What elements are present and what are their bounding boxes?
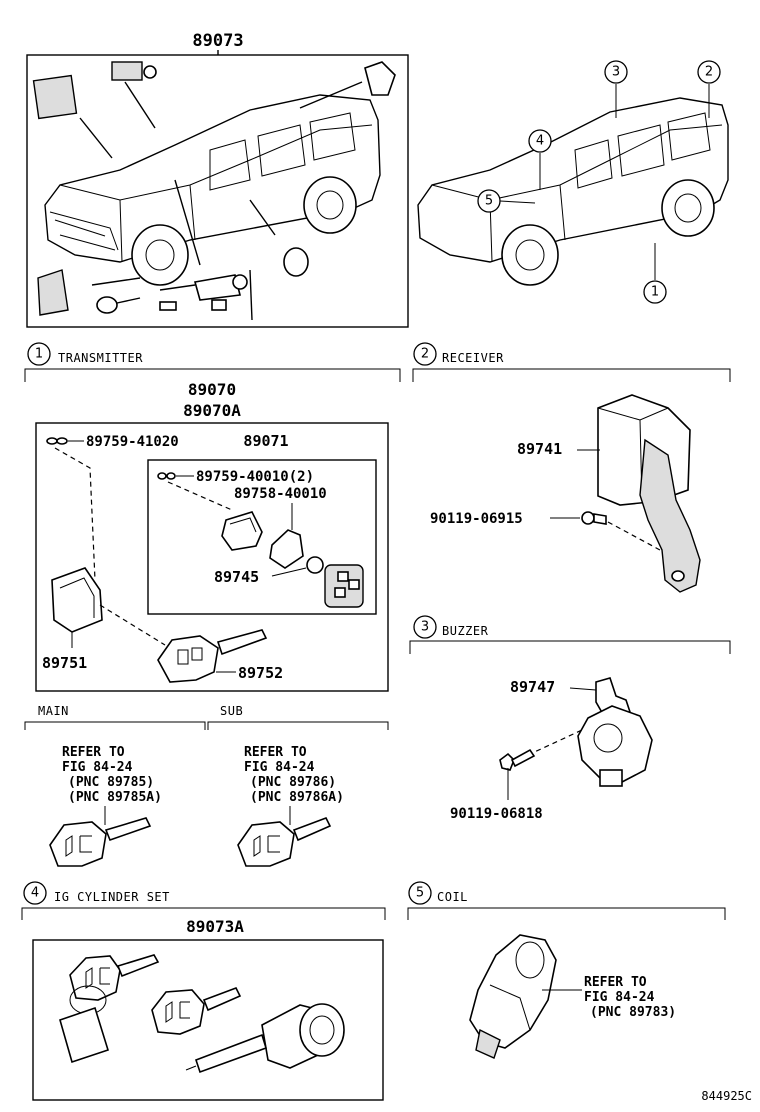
svg-text:4: 4 — [536, 134, 544, 149]
location-callout-4: 4 — [528, 129, 552, 190]
ig-cylinder-box — [32, 939, 384, 1101]
svg-text:FIG 84-24: FIG 84-24 — [62, 760, 133, 775]
buzzer-bracket — [595, 677, 632, 717]
svg-text:1: 1 — [651, 285, 659, 300]
part-89745: 89745 — [214, 568, 259, 586]
transmitter-cover — [51, 567, 103, 633]
svg-text:(PNC 89786A): (PNC 89786A) — [250, 790, 344, 805]
svg-text:3: 3 — [612, 65, 620, 80]
section-number-3 — [413, 615, 437, 639]
overview-ig-cylinder-set: 89073 — [26, 31, 409, 328]
vehicle-illustration-left — [44, 94, 381, 286]
section-title-coil: COIL — [437, 890, 468, 904]
part-89759-40010: 89759-40010(2) — [196, 469, 314, 485]
ig-cylinder-assy-number: 89073A — [186, 917, 244, 936]
buzzer-bolt-head — [499, 752, 515, 771]
transmitter-assy-89070: 89070 — [188, 380, 236, 399]
buzzer-body — [577, 705, 653, 783]
part-89759-41020: 89759-41020 — [86, 434, 179, 450]
battery — [306, 556, 324, 574]
figure-code: 844925C — [701, 1089, 752, 1103]
svg-text:MAIN: MAIN — [38, 704, 69, 718]
svg-text:2: 2 — [705, 65, 713, 80]
part-89071: 89071 — [243, 432, 288, 450]
svg-text:4: 4 — [31, 886, 39, 901]
svg-text:(PNC 89785): (PNC 89785) — [68, 775, 154, 790]
svg-text:FIG 84-24: FIG 84-24 — [244, 760, 315, 775]
section-number-4 — [23, 881, 47, 905]
svg-text:3: 3 — [421, 620, 429, 635]
section-receiver: 2 RECEIVER 89741 90119-06915 — [412, 342, 731, 593]
overview-box — [26, 54, 409, 328]
section-title-ig-cylinder: IG CYLINDER SET — [54, 890, 170, 904]
coil-refer-line1: REFER TO — [584, 975, 647, 990]
main-key-reference: MAIN REFER TO FIG 84-24 (PNC 89785) (PNC… — [24, 704, 206, 867]
key-tag — [59, 1006, 109, 1064]
overview-locations: 3 2 4 5 1 — [417, 60, 729, 304]
svg-text:SUB: SUB — [220, 704, 243, 718]
svg-text:REFER TO: REFER TO — [244, 745, 307, 760]
svg-text:REFER TO: REFER TO — [62, 745, 125, 760]
overview-parts — [32, 61, 396, 321]
section-number-2 — [413, 342, 437, 366]
transmitter-box — [35, 422, 389, 692]
transmitter-assy-89070a: 89070A — [183, 401, 241, 420]
svg-text:(PNC 89785A): (PNC 89785A) — [68, 790, 162, 805]
svg-text:5: 5 — [485, 194, 493, 209]
section-title-buzzer: BUZZER — [442, 624, 489, 638]
part-89751: 89751 — [42, 654, 87, 672]
location-callout-2: 2 — [697, 60, 721, 118]
coil-refer-line2: FIG 84-24 — [584, 990, 655, 1005]
part-89741: 89741 — [517, 440, 562, 458]
receiver-bracket — [639, 438, 701, 593]
coil-pnc: (PNC 89783) — [590, 1005, 676, 1020]
part-89747: 89747 — [510, 678, 555, 696]
location-callout-5: 5 — [477, 189, 536, 213]
section-title-transmitter: TRANSMITTER — [58, 351, 143, 365]
section-buzzer: 3 BUZZER 89747 90119-06818 — [409, 615, 731, 822]
part-89752: 89752 — [238, 664, 283, 682]
transmitter-case-box — [147, 459, 377, 615]
svg-text:2: 2 — [421, 347, 429, 362]
overview-assy-number: 89073 — [192, 31, 243, 51]
location-callout-3: 3 — [604, 60, 628, 118]
vehicle-illustration-right — [417, 97, 729, 286]
section-title-receiver: RECEIVER — [442, 351, 504, 365]
transmitter-case-seal — [269, 529, 304, 569]
part-89758-40010: 89758-40010 — [234, 486, 327, 502]
transmitter-key-blade — [216, 629, 268, 656]
svg-text:(PNC 89786): (PNC 89786) — [250, 775, 336, 790]
section-number-1 — [27, 342, 51, 366]
ig-key — [151, 989, 205, 1035]
svg-text:5: 5 — [416, 886, 424, 901]
ig-key-with-tag — [69, 955, 121, 1001]
part-90119-06915: 90119-06915 — [430, 511, 523, 527]
section-transmitter: 1 TRANSMITTER 89070 89070A 89759-41020 8… — [24, 342, 401, 867]
svg-text:1: 1 — [35, 347, 43, 362]
part-90119-06818: 90119-06818 — [450, 806, 543, 822]
sub-key-reference: SUB REFER TO FIG 84-24 (PNC 89786) (PNC … — [207, 704, 389, 867]
section-coil: 5 COIL REFER TO FIG 84-24 (PNC 89783) — [407, 881, 726, 1059]
section-number-5 — [408, 881, 432, 905]
location-callout-1: 1 — [643, 243, 667, 304]
section-ig-cylinder: 4 IG CYLINDER SET 89073A — [21, 881, 386, 1101]
